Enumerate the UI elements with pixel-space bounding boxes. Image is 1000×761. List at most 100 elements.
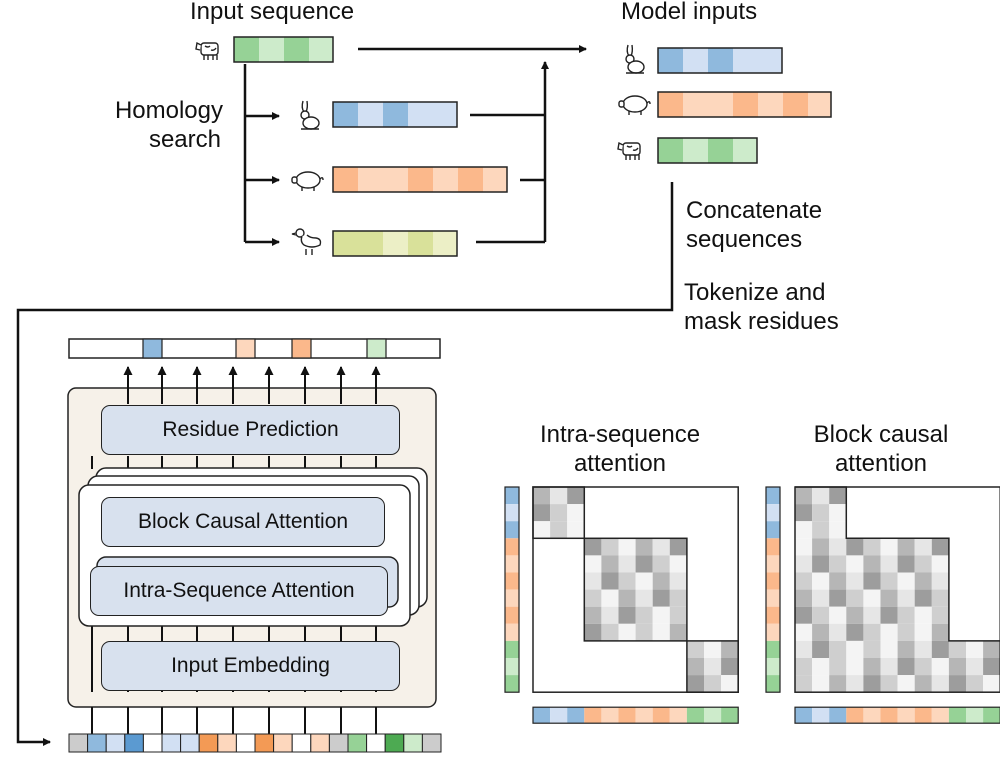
attention-cell xyxy=(795,623,813,641)
attention-cell xyxy=(795,555,813,573)
row-token xyxy=(505,555,519,573)
attention-cell xyxy=(652,623,670,641)
attention-cell xyxy=(829,675,847,693)
attention-cell xyxy=(914,640,932,658)
homology-connectors xyxy=(243,45,587,246)
attention-cell xyxy=(914,606,932,624)
attention-cell xyxy=(846,589,864,607)
attention-cell xyxy=(669,589,687,607)
attention-cell xyxy=(812,606,830,624)
model-inputs-title: Model inputs xyxy=(621,0,758,25)
column-token xyxy=(897,707,915,724)
attention-cell xyxy=(812,658,830,676)
input-token xyxy=(384,733,405,753)
attention-cell xyxy=(829,658,847,676)
attention-cell xyxy=(795,675,813,693)
row-token xyxy=(505,623,519,641)
column-token xyxy=(601,707,619,724)
attention-cell xyxy=(914,623,932,641)
input-token xyxy=(235,733,256,753)
attention-cell xyxy=(914,658,932,676)
row-token xyxy=(505,487,519,505)
block-causal-attention-box: Block Causal Attention xyxy=(101,497,385,547)
column-token xyxy=(812,707,830,724)
attention-cell xyxy=(897,640,915,658)
block-outline xyxy=(583,537,688,642)
attention-cell xyxy=(584,572,602,590)
attention-cell xyxy=(863,589,881,607)
attention-cell xyxy=(618,606,636,624)
attention-cell xyxy=(880,538,898,556)
attention-cell xyxy=(584,623,602,641)
column-token xyxy=(914,707,932,724)
attention-cell xyxy=(846,675,864,693)
attention-cell xyxy=(795,487,813,505)
attention-cell xyxy=(618,538,636,556)
attention-cell xyxy=(652,538,670,556)
row-token xyxy=(766,487,780,505)
attention-cell xyxy=(863,572,881,590)
row-token xyxy=(505,504,519,522)
column-token xyxy=(635,707,653,724)
column-token xyxy=(931,707,949,724)
attention-cell xyxy=(669,555,687,573)
attention-cell xyxy=(880,589,898,607)
attention-cell xyxy=(601,572,619,590)
attention-cell xyxy=(812,504,830,522)
attention-cell xyxy=(635,606,653,624)
attention-cell xyxy=(721,640,739,658)
row-token xyxy=(766,623,780,641)
attention-cell xyxy=(533,521,551,539)
column-token xyxy=(795,707,813,724)
input-token xyxy=(273,733,293,753)
attention-cell xyxy=(829,572,847,590)
cow-icon xyxy=(617,141,641,160)
model-input-cow-bar xyxy=(657,137,758,164)
row-token xyxy=(505,606,519,624)
attention-cell xyxy=(897,623,915,641)
attention-cell xyxy=(669,538,687,556)
column-token xyxy=(880,707,898,724)
attention-cell xyxy=(795,640,813,658)
column-token xyxy=(863,707,881,724)
attention-cell xyxy=(931,658,949,676)
attention-cell xyxy=(931,623,949,641)
input-token xyxy=(421,733,442,753)
attention-cell xyxy=(795,538,813,556)
input-token xyxy=(403,733,423,753)
attention-cell xyxy=(795,521,813,539)
column-token xyxy=(704,707,722,724)
row-token xyxy=(505,640,519,658)
attention-cell xyxy=(948,658,966,676)
attention-cell xyxy=(863,623,881,641)
attention-cell xyxy=(897,538,915,556)
input-token xyxy=(161,733,182,753)
attention-cell xyxy=(846,606,864,624)
input-token xyxy=(254,733,275,753)
column-token xyxy=(584,707,602,724)
matrix-frame xyxy=(794,486,1000,693)
attention-cell xyxy=(966,640,984,658)
row-token xyxy=(505,658,519,676)
attention-cell xyxy=(721,675,739,693)
attention-cell xyxy=(897,606,915,624)
column-token-bar xyxy=(794,706,1000,724)
attention-cell xyxy=(812,589,830,607)
attention-cell xyxy=(704,640,722,658)
attention-cell xyxy=(550,504,568,522)
attention-cell xyxy=(567,487,585,505)
column-token xyxy=(533,707,551,724)
input-token xyxy=(198,733,219,753)
attention-cell xyxy=(863,555,881,573)
homolog-duck-bar xyxy=(332,230,458,257)
input-token xyxy=(328,733,349,753)
attention-cell xyxy=(795,606,813,624)
attention-cell xyxy=(880,572,898,590)
pig-icon xyxy=(618,95,651,115)
row-token xyxy=(766,521,780,539)
attention-cell xyxy=(669,606,687,624)
row-token-bar xyxy=(765,486,781,693)
